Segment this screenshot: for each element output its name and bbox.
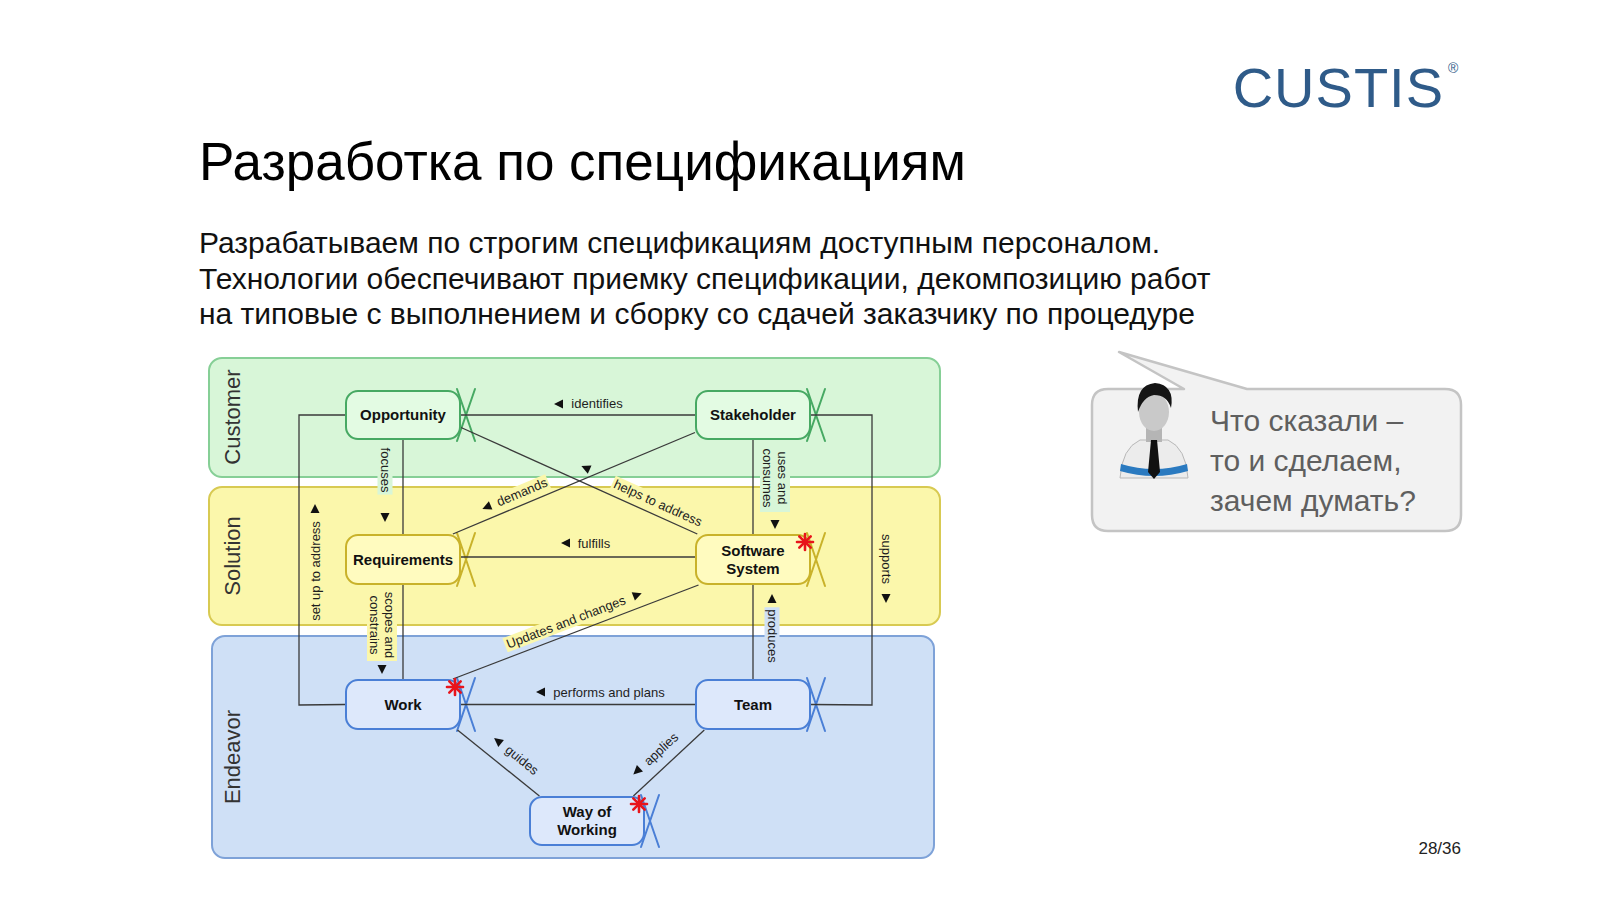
- connector: [461, 556, 695, 557]
- connector: [402, 440, 403, 534]
- connector: [461, 414, 695, 415]
- alpha-mark: [807, 533, 825, 586]
- process-box: Team: [695, 679, 811, 730]
- direction-marker: [633, 765, 643, 774]
- connector: [453, 433, 695, 535]
- tie: [1148, 440, 1160, 479]
- direction-marker: [554, 400, 563, 409]
- person-icon: [1116, 378, 1192, 484]
- connector: [752, 585, 753, 679]
- registered-mark: ®: [1448, 60, 1458, 76]
- box-label: Team: [734, 696, 772, 714]
- direction-marker: [381, 513, 390, 522]
- hair: [1138, 383, 1172, 412]
- process-box: Way of Working: [529, 796, 645, 846]
- shirt: [1120, 440, 1188, 478]
- band-region: Endeavor Work TeamWay of Working: [211, 635, 935, 859]
- process-box: Requirements: [345, 534, 461, 585]
- alpha-mark: [457, 533, 475, 586]
- alpha-mark: [457, 533, 475, 586]
- process-box: Opportunity: [345, 390, 461, 440]
- box-label: Requirements: [353, 551, 453, 569]
- connector: [299, 415, 345, 705]
- body-text: Разрабатываем по строгим спецификациям д…: [199, 225, 1234, 261]
- alpha-mark: [641, 795, 659, 847]
- box-label: Opportunity: [360, 406, 446, 424]
- direction-marker: [482, 501, 492, 509]
- connector-label: set up to address: [308, 519, 323, 623]
- red-star: [630, 795, 648, 813]
- band-heading: Endeavor: [220, 710, 246, 804]
- connector-label: uses and consumes: [760, 444, 790, 512]
- red-star: [446, 678, 464, 696]
- connector-label: fulfills: [576, 536, 613, 551]
- bubble-text: Что сказали – то и сделаем, зачем думать…: [1210, 401, 1435, 521]
- speech-bubble: Что сказали – то и сделаем, зачем думать…: [1090, 350, 1464, 534]
- process-box: Software System: [695, 534, 811, 585]
- connector: [461, 428, 697, 535]
- direction-marker: [494, 738, 504, 747]
- connector-label: performs and plans: [551, 685, 666, 700]
- connector: [453, 585, 699, 679]
- connector-label: produces: [765, 607, 780, 664]
- box-label: Stakeholder: [710, 406, 796, 424]
- slide-title: Разработка по спецификациям: [199, 132, 966, 192]
- direction-marker: [311, 504, 320, 513]
- alpha-mark: [641, 795, 659, 847]
- page-number: 28/36: [1418, 839, 1461, 859]
- direction-marker: [632, 592, 642, 600]
- box-label: Way of Working: [547, 803, 627, 839]
- red-star: [796, 533, 814, 551]
- connector: [811, 415, 872, 705]
- connector: [461, 704, 695, 705]
- direction-marker: [771, 520, 780, 529]
- direction-marker: [378, 665, 387, 674]
- connector-label: identifies: [569, 396, 624, 411]
- direction-marker: [768, 594, 777, 603]
- band-region: Customer Opportunity Stakeholder: [208, 357, 941, 478]
- band-heading: Solution: [220, 516, 246, 596]
- connector: [752, 440, 753, 534]
- band-heading: Customer: [220, 369, 246, 464]
- direction-marker: [882, 594, 891, 603]
- direction-marker: [581, 466, 591, 474]
- process-box: Work: [345, 679, 461, 730]
- bubble-shape: [1092, 352, 1461, 531]
- box-label: Work: [384, 696, 421, 714]
- box-label: Software System: [707, 542, 799, 578]
- direction-marker: [536, 688, 545, 697]
- connector-label: scopes and constrains: [367, 589, 397, 661]
- direction-marker: [561, 539, 570, 548]
- process-box: Stakeholder: [695, 390, 811, 440]
- connector: [402, 585, 403, 679]
- body-text: Технологии обеспечивают приемку специфик…: [199, 261, 1234, 332]
- connector-label: focuses: [378, 446, 393, 495]
- company-logo: CUSTIS: [1233, 60, 1444, 116]
- connector-label: supports: [879, 532, 894, 586]
- alpha-mark: [807, 533, 825, 586]
